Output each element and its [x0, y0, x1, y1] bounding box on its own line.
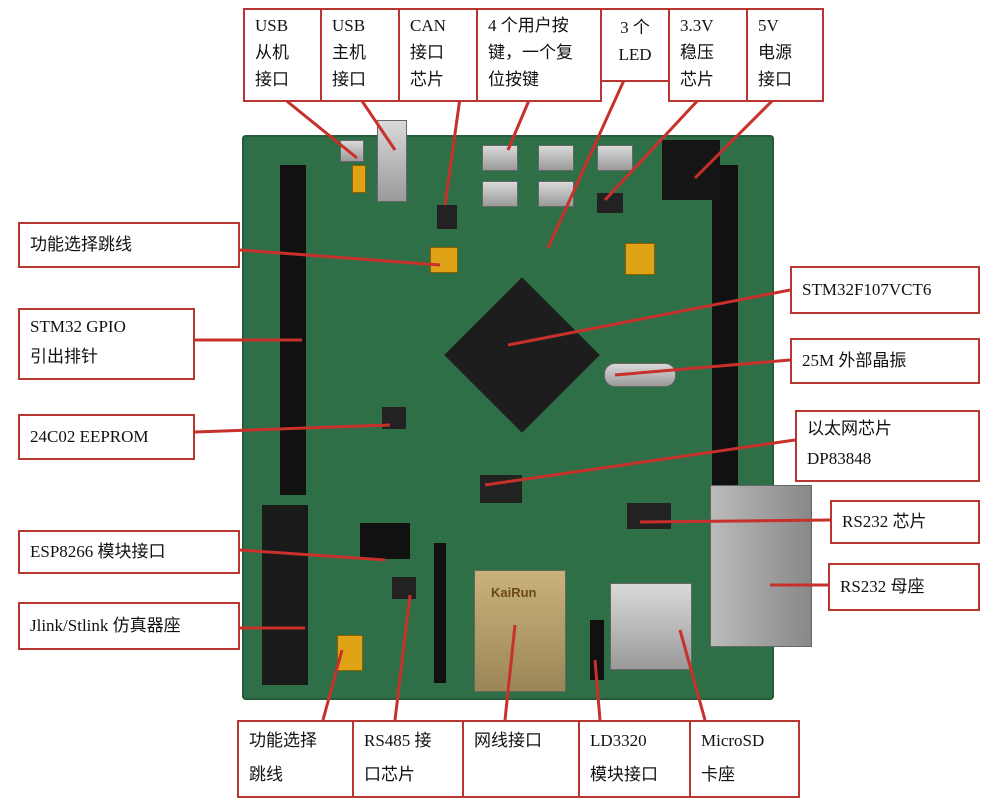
- label-usb-host: USB 主机 接口: [320, 8, 400, 102]
- jumper: [352, 165, 366, 193]
- label-rs232-chip: RS232 芯片: [830, 500, 980, 544]
- usb-host-port: [377, 120, 407, 202]
- label-rj45: 网线接口: [462, 720, 580, 798]
- rj45-jack: KaiRun: [474, 570, 566, 692]
- label-regulator: 3.3V 稳压 芯片: [668, 8, 748, 102]
- power-jack: [662, 140, 720, 200]
- user-button: [538, 145, 574, 171]
- label-esp8266: ESP8266 模块接口: [18, 530, 240, 574]
- jumper: [625, 243, 655, 275]
- single-row-header: [434, 543, 446, 683]
- can-chip: [437, 205, 457, 229]
- rj45-brand-text: KaiRun: [491, 585, 537, 600]
- label-crystal: 25M 外部晶振: [790, 338, 980, 384]
- jumper: [430, 247, 458, 273]
- label-user-keys: 4 个用户按 键，一个复 位按键: [476, 8, 602, 102]
- label-leds: 3 个 LED: [600, 8, 670, 82]
- label-mcu: STM32F107VCT6: [790, 266, 980, 314]
- label-ethernet-chip: 以太网芯片 DP83848: [795, 410, 980, 482]
- jtag-connector: [262, 505, 308, 685]
- label-rs232-socket: RS232 母座: [828, 563, 980, 611]
- label-usb-slave: USB 从机 接口: [243, 8, 322, 102]
- label-microsd: MicroSD 卡座: [689, 720, 800, 798]
- rs232-chip: [627, 503, 671, 529]
- label-can-chip: CAN 接口 芯片: [398, 8, 478, 102]
- user-button: [482, 145, 518, 171]
- label-gpio-header: STM32 GPIO 引出排针: [18, 308, 195, 380]
- label-func-jumper-bottom: 功能选择 跳线: [237, 720, 354, 798]
- label-func-jumper-top: 功能选择跳线: [18, 222, 240, 268]
- label-ld3320: LD3320 模块接口: [578, 720, 691, 798]
- reset-button: [482, 181, 518, 207]
- user-button: [597, 145, 633, 171]
- esp8266-header: [360, 523, 410, 559]
- ld3320-header: [590, 620, 604, 680]
- label-power-5v: 5V 电源 接口: [746, 8, 824, 102]
- usb-slave-port: [340, 140, 364, 162]
- eeprom-chip: [382, 407, 406, 429]
- regulator-chip: [597, 193, 623, 213]
- gpio-header-right: [712, 165, 738, 495]
- rs485-chip: [392, 577, 416, 599]
- label-rs485: RS485 接 口芯片: [352, 720, 464, 798]
- label-eeprom: 24C02 EEPROM: [18, 414, 195, 460]
- pcb-board: KaiRun: [242, 120, 812, 700]
- label-jlink: Jlink/Stlink 仿真器座: [18, 602, 240, 650]
- microsd-slot: [610, 583, 692, 670]
- rs232-socket: [710, 485, 812, 647]
- gpio-header-left: [280, 165, 306, 495]
